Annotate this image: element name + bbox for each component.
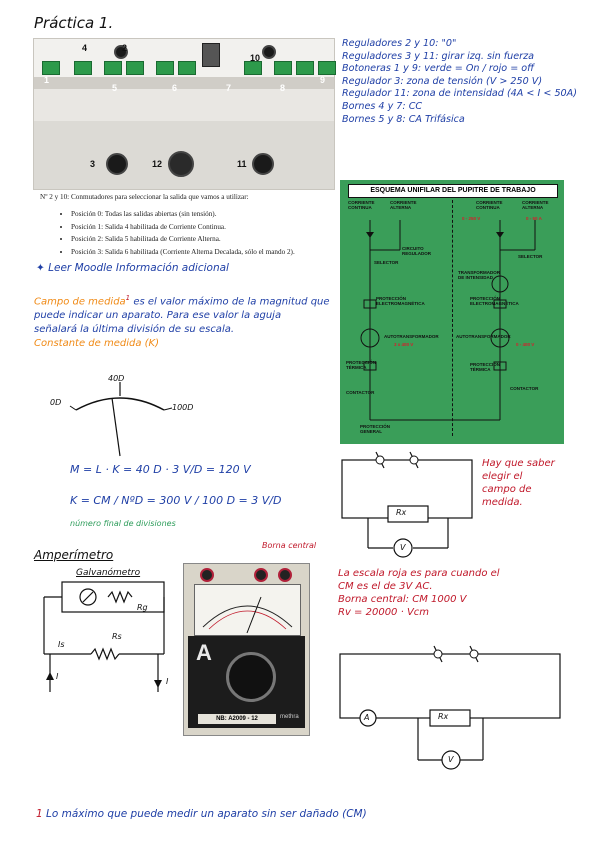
scale-mid: 40D [108, 374, 125, 383]
diag-label: PROTECCIÓN GENERAL [360, 424, 391, 434]
conmutadores-list: Posición 0: Todas las salidas abiertas (… [57, 208, 295, 258]
regulator-notes: Reguladores 2 y 10: "0" Reguladores 3 y … [342, 38, 577, 126]
meter-model: NB: A2009 - 12 [198, 714, 276, 724]
diag-label: TRANSFORMADOR DE INTENSIDAD [458, 270, 500, 280]
panel-num: 10 [250, 53, 261, 63]
formula-m: M = L · K = 40 D · 3 V/D = 120 V [70, 463, 251, 476]
diag-red: 0 - 50 A [526, 216, 542, 221]
bullet-icon: ✦ [36, 262, 49, 274]
scale-sketch [69, 382, 173, 457]
diag-label: PROTECCIÓN ELECTROMAGNÉTICA [376, 296, 425, 306]
leer-moodle-note: ✦ Leer Moodle Información adicional [36, 262, 229, 274]
v-label-2: V [448, 755, 454, 764]
panel-num: 4 [82, 43, 88, 53]
rg-label: Rg [137, 603, 148, 612]
voltmeter-circuit [341, 451, 473, 558]
diag-label: CORRIENTE ALTERNA [390, 200, 417, 210]
meter-brand: methra [280, 714, 299, 720]
panel-num: 6 [172, 83, 178, 93]
panel-num: 1 [44, 75, 50, 85]
campo-label: Campo de medida [34, 296, 126, 308]
borna-central-label: Borna central [262, 541, 317, 550]
note-line: Regulador 3: zona de tensión (V > 250 V) [342, 75, 543, 87]
note-line: Regulador 11: zona de intensidad (4A < I… [342, 88, 577, 100]
panel-num: 11 [237, 159, 247, 169]
diag-label: PROTECCIÓN TÉRMICA [470, 362, 501, 372]
panel-num: 12 [152, 159, 163, 169]
campo-text: es el valor máximo de la magnitud que [133, 296, 330, 308]
diag-red: 3 x 400 V [394, 342, 414, 347]
campo-text: puede indicar un aparato. Para ese valor… [34, 310, 282, 322]
ammeter-photo: A NB: A2009 - 12 methra [183, 563, 310, 736]
list-item: Posición 2: Salida 5 habilitada de Corri… [71, 233, 295, 246]
footnote: 1 Lo máximo que puede medir un aparato s… [36, 808, 367, 820]
panel-num: 3 [90, 159, 96, 169]
note-line: Botoneras 1 y 9: verde = On / rojo = off [342, 63, 535, 75]
diag-red: 0 - 400 V [516, 342, 535, 347]
diag-label: CONTACTOR [346, 390, 375, 395]
hay-que-note: Hay que saber elegir el campo de medida. [482, 458, 555, 508]
scale-zero: 0D [50, 398, 62, 407]
amperimetro-circuit [43, 581, 165, 692]
diag-label: SELECTOR [518, 254, 543, 259]
amp-volt-circuit [339, 645, 561, 770]
list-item: Posición 0: Todas las salidas abiertas (… [71, 208, 295, 221]
diag-label: SELECTOR [374, 260, 399, 265]
diag-label: CONTACTOR [510, 386, 539, 391]
i-in-label: I [56, 672, 59, 681]
page-title: Práctica 1. [34, 14, 114, 32]
formula-k: K = CM / NºD = 300 V / 100 D = 3 V/D [70, 494, 282, 507]
a-label: A [364, 713, 370, 722]
amperimetro-title: Amperímetro [34, 548, 114, 562]
note-line: Reguladores 2 y 10: "0" [342, 38, 457, 49]
constante-label: Constante de medida (K) [34, 338, 159, 350]
footnote-num: 1 [36, 808, 43, 820]
diag-label: AUTOTRANSFORMADOR [384, 334, 439, 339]
scale-max: 100D [172, 403, 194, 412]
control-panel-photo: 1 4 5 6 7 10 8 9 2 3 12 11 [33, 38, 336, 190]
diag-label: CORRIENTE CONTINUA [348, 200, 375, 210]
is-label: Is [58, 640, 65, 649]
panel-num: 9 [320, 75, 326, 85]
panel-num: 2 [122, 43, 128, 53]
rx-label: Rx [396, 508, 407, 517]
galvanometro-label: Galvanómetro [76, 568, 141, 578]
diag-label: CORRIENTE ALTERNA [522, 200, 549, 210]
diag-label: AUTOTRANSFORMADOR [456, 334, 511, 339]
range-selector-knob [226, 652, 276, 702]
panel-num: 5 [112, 83, 118, 93]
note-line: Bornes 5 y 8: CA Trifásica [342, 113, 465, 125]
escala-roja-note: La escala roja es para cuando el CM es e… [338, 568, 500, 618]
list-item: Posición 3: Salida 6 habilitada (Corrien… [71, 246, 295, 259]
note-line: Bornes 4 y 7: CC [342, 100, 423, 112]
campo-medida-paragraph: Campo de medida1 es el valor máximo de l… [34, 291, 334, 351]
list-item: Posición 1: Salida 4 habilitada de Corri… [71, 221, 295, 234]
diag-label: PROTECCIÓN ELECTROMAGNÉTICA [470, 296, 519, 306]
note-line: Reguladores 3 y 11: girar izq. sin fuerz… [342, 50, 534, 62]
formula-note: número final de divisiones [70, 519, 176, 528]
footnote-ref: 1 [125, 294, 131, 302]
panel-num: 7 [226, 83, 232, 93]
rs-label: Rs [112, 632, 122, 641]
diag-label: CIRCUITO REGULADOR [402, 246, 431, 256]
diag-red: 0 - 250 V [462, 216, 481, 221]
diag-label: CORRIENTE CONTINUA [476, 200, 503, 210]
campo-text: señalará la última división de su escala… [34, 324, 235, 336]
v-label: V [400, 543, 406, 552]
meter-letter: A [196, 640, 212, 665]
diag-label: PROTECCIÓN TÉRMICA [346, 360, 377, 370]
diagram-header: ESQUEMA UNIFILAR DEL PUPITRE DE TRABAJO [348, 184, 558, 198]
conmutadores-intro: Nº 2 y 10: Conmutadores para seleccionar… [40, 193, 249, 201]
i-out-label: I [166, 677, 169, 686]
rx-label-2: Rx [438, 712, 449, 721]
unifilar-diagram: ESQUEMA UNIFILAR DEL PUPITRE DE TRABAJO … [340, 180, 564, 444]
panel-num: 8 [280, 83, 286, 93]
